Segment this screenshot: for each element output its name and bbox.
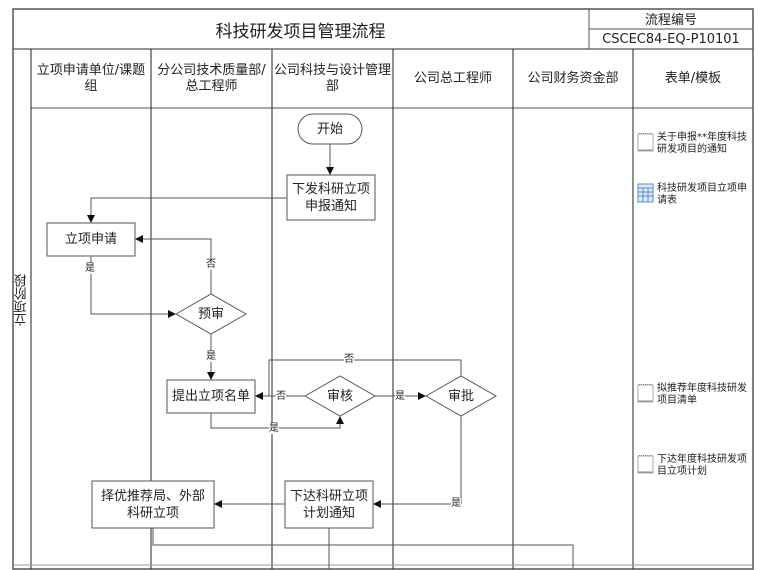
recommend-label: 择优推荐局、外部科研立项 — [100, 488, 205, 521]
process-code-value: CSCEC84-EQ-P10101 — [602, 31, 740, 47]
pre-review-decision[interactable] — [174, 293, 248, 335]
pre-review-label: 预审 — [197, 306, 224, 322]
edge-recommend-down — [152, 528, 574, 569]
swimlane-grid — [12, 8, 754, 570]
edge-label-review-no: 否 — [276, 391, 286, 402]
document-icon — [637, 384, 654, 403]
edge-approve-yes — [373, 416, 462, 508]
form-item-label: 下达年度科技研发项目立项计划 — [657, 454, 747, 477]
form-item-label: 科技研发项目立项申请表 — [657, 183, 747, 206]
edge-label-apply-yes: 是 — [85, 263, 95, 274]
form-item-label: 拟推荐年度科技研发项目清单 — [657, 383, 747, 406]
issue-plan-node[interactable] — [284, 480, 374, 529]
issue-notice-label: 下发科研立项申报通知 — [291, 181, 370, 214]
edge-notice-to-apply — [87, 197, 287, 223]
form-item-application[interactable]: 科技研发项目立项申请表 — [637, 183, 753, 207]
edge-approve-no — [268, 359, 462, 396]
lane-header-branch-tech: 分公司技术质量部/总工程师 — [157, 63, 266, 94]
document-icon — [637, 133, 654, 152]
edge-label-prereview-yes: 是 — [206, 351, 216, 362]
lane-header-finance: 公司财务资金部 — [527, 71, 619, 86]
edge-label-prereview-no: 否 — [206, 259, 216, 270]
page-title: 科技研发项目管理流程 — [215, 21, 386, 42]
edge-prereview-no — [135, 235, 212, 294]
form-item-notice[interactable]: 关于申报**年度科技研发项目的通知 — [637, 132, 753, 156]
lane-header-chief-engineer: 公司总工程师 — [413, 71, 492, 86]
issue-plan-label: 下达科研立项计划通知 — [289, 488, 368, 521]
apply-label: 立项申请 — [64, 232, 117, 247]
start-node-label: 开始 — [316, 121, 343, 137]
process-code-label: 流程编号 — [644, 13, 697, 28]
submit-list-label: 提出立项名单 — [171, 389, 250, 404]
form-item-recommend-list[interactable]: 拟推荐年度科技研发项目清单 — [637, 383, 753, 407]
edge-label-approve-no: 否 — [344, 354, 354, 365]
form-item-plan[interactable]: 下达年度科技研发项目立项计划 — [637, 454, 753, 478]
lane-header-applicant: 立项申请单位/课题组 — [36, 63, 146, 94]
spreadsheet-icon — [637, 183, 654, 203]
stage-label: 立项阶段 — [14, 274, 30, 326]
edge-label-approve-yes: 是 — [451, 498, 461, 509]
lane-header-tech-design: 公司科技与设计管理部 — [273, 63, 391, 94]
approve-label: 审批 — [447, 388, 474, 404]
lane-header-forms: 表单/模板 — [664, 71, 722, 86]
issue-notice-node[interactable] — [286, 174, 376, 221]
edge-label-review-yes: 是 — [395, 391, 405, 402]
approve-decision[interactable] — [424, 375, 498, 417]
review-label: 审核 — [326, 388, 353, 404]
edge-label-submit-yes: 是 — [269, 423, 279, 434]
edge-apply-to-prereview — [90, 256, 176, 318]
form-item-label: 关于申报**年度科技研发项目的通知 — [657, 132, 747, 155]
document-icon — [637, 455, 654, 474]
